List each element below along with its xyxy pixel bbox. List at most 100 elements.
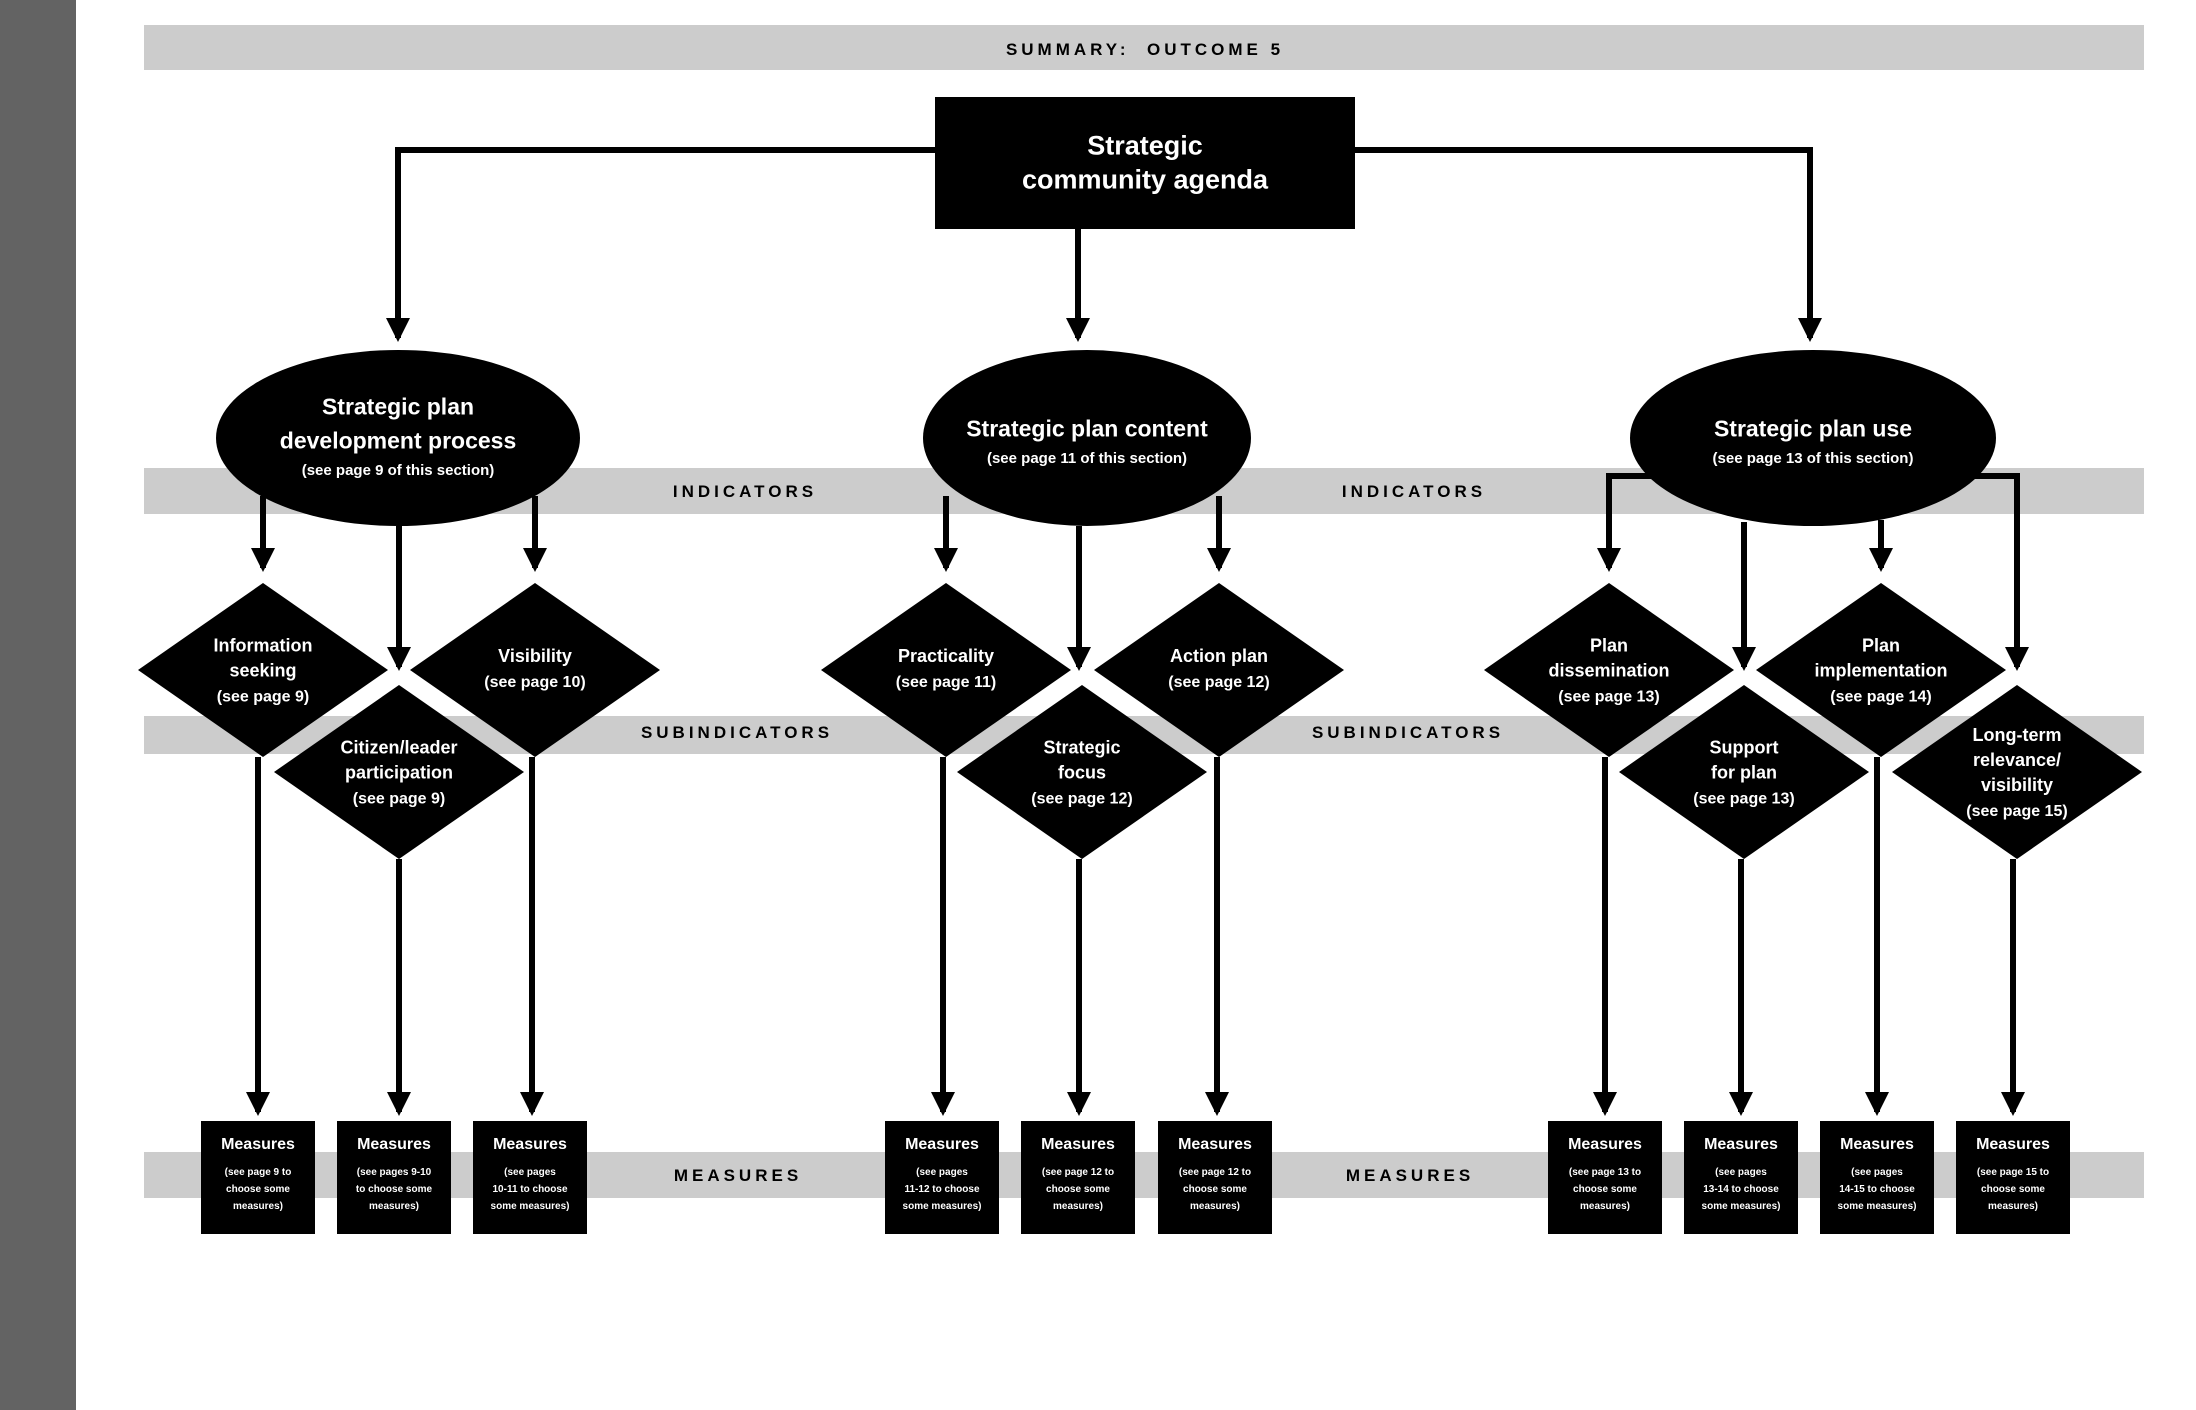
measures-box-note-line: choose some: [1046, 1184, 1110, 1195]
measures-box-note-line: measures): [1580, 1201, 1630, 1212]
subindicator-node-2: [274, 685, 524, 859]
subindicator-text-line: Visibility: [498, 646, 572, 666]
subindicator-text-line: Support: [1710, 737, 1779, 757]
root-node-text-line: community agenda: [1022, 165, 1269, 195]
measures-box-note-line: (see pages: [916, 1167, 968, 1178]
measures-box-title: Measures: [493, 1136, 567, 1153]
measures-label-left: MEASURES: [674, 1166, 802, 1185]
title-band: [144, 25, 2144, 70]
subindicator-node-1: [138, 583, 388, 757]
measures-box-note-line: (see page 15 to: [1977, 1167, 2049, 1178]
measures-box-9: [1820, 1121, 1934, 1234]
subindicator-text-line: (see page 13): [1558, 688, 1659, 705]
measures-box-3: [473, 1121, 587, 1234]
connectors: [246, 147, 2029, 1116]
subindicator-text-line: participation: [345, 762, 453, 782]
measures-box-note-line: 11-12 to choose: [904, 1184, 979, 1195]
measures-box-note-line: (see page 12 to: [1179, 1167, 1251, 1178]
subindicator-text-line: Citizen/leader: [340, 737, 457, 757]
measures-box-note-line: measures): [1053, 1201, 1103, 1212]
subindicator-text-line: Plan: [1590, 635, 1628, 655]
measures-box-4: [885, 1121, 999, 1234]
measures-box-8: [1684, 1121, 1798, 1234]
subindicator-text-line: relevance/: [1973, 750, 2061, 770]
indicator-note: (see page 13 of this section): [1713, 450, 1914, 467]
connector-root-to-indicator-1: [386, 147, 935, 342]
indicator-title-line: Strategic plan use: [1714, 416, 1912, 442]
subindicator-node-10: [1892, 685, 2142, 859]
measures-box-title: Measures: [1704, 1136, 1778, 1153]
indicator-node-3: [1630, 350, 1996, 526]
indicators-label-right: INDICATORS: [1342, 482, 1486, 501]
subindicator-text-line: focus: [1058, 762, 1106, 782]
subindicator-text-line: (see page 9): [353, 790, 445, 807]
left-gray-margin-bar: [0, 0, 76, 1410]
measures-box-note-line: (see page 9 to: [225, 1167, 292, 1178]
measures-box-title: Measures: [221, 1136, 295, 1153]
connector-root-to-indicator-3: [1355, 147, 1822, 342]
indicator-title-line: development process: [280, 428, 516, 454]
root-node-text-line: Strategic: [1087, 131, 1203, 161]
measures-box-note-line: (see pages 9-10: [357, 1167, 432, 1178]
measures-box-note-line: to choose some: [356, 1184, 433, 1195]
measures-box-note-line: measures): [369, 1201, 419, 1212]
subindicator-node-7: [1484, 583, 1734, 757]
indicators-label-left: INDICATORS: [673, 482, 817, 501]
measures-box-title: Measures: [1568, 1136, 1642, 1153]
measures-box-title: Measures: [905, 1136, 979, 1153]
measures-box-title: Measures: [1840, 1136, 1914, 1153]
measures-box-note-line: (see page 13 to: [1569, 1167, 1641, 1178]
subindicator-node-9: [1756, 583, 2006, 757]
indicator-title-line: Strategic plan: [322, 394, 474, 420]
measures-box-2: [337, 1121, 451, 1234]
subindicator-text-line: Plan: [1862, 635, 1900, 655]
measures-box-note-line: choose some: [226, 1184, 290, 1195]
measures-box-title: Measures: [357, 1136, 431, 1153]
subindicator-text-line: (see page 9): [217, 688, 309, 705]
indicator-title-line: Strategic plan content: [966, 416, 1208, 442]
subindicator-node-8: [1619, 685, 1869, 859]
subindicator-text-line: for plan: [1711, 762, 1777, 782]
subindicator-text-line: Long-term: [1973, 725, 2062, 745]
measures-box-6: [1158, 1121, 1272, 1234]
subindicator-node-3: [410, 583, 660, 757]
measures-box-note-line: 10-11 to choose: [492, 1184, 567, 1195]
subindicator-text-line: (see page 10): [484, 674, 585, 691]
subindicator-text-line: Strategic: [1043, 737, 1120, 757]
subindicator-text-line: Practicality: [898, 646, 994, 666]
root-node-strategic-community-agenda: [935, 97, 1355, 229]
measures-box-note-line: 14-15 to choose: [1839, 1184, 1915, 1195]
measures-box-note-line: 13-14 to choose: [1703, 1184, 1779, 1195]
measures-box-note-line: some measures): [1838, 1201, 1917, 1212]
measures-box-note-line: (see page 12 to: [1042, 1167, 1114, 1178]
measures-box-note-line: (see pages: [1715, 1167, 1767, 1178]
subindicator-node-6: [1094, 583, 1344, 757]
measures-box-note-line: choose some: [1183, 1184, 1247, 1195]
measures-box-note-line: measures): [1988, 1201, 2038, 1212]
measures-box-10: [1956, 1121, 2070, 1234]
measures-box-note-line: (see pages: [1851, 1167, 1903, 1178]
measures-label-right: MEASURES: [1346, 1166, 1474, 1185]
indicator-node-1: [216, 350, 580, 526]
subindicator-text-line: (see page 12): [1031, 790, 1132, 807]
subindicator-text-line: (see page 12): [1168, 674, 1269, 691]
subindicator-text-line: visibility: [1981, 775, 2053, 795]
indicator-note: (see page 11 of this section): [987, 450, 1187, 467]
measures-box-note-line: some measures): [491, 1201, 570, 1212]
subindicator-text-line: seeking: [229, 660, 296, 680]
measures-box-1: [201, 1121, 315, 1234]
subindicator-text-line: dissemination: [1548, 660, 1669, 680]
subindicator-text-line: Information: [214, 635, 313, 655]
measures-box-7: [1548, 1121, 1662, 1234]
measures-box-title: Measures: [1041, 1136, 1115, 1153]
measures-box-note-line: some measures): [1702, 1201, 1781, 1212]
indicator-node-2: [923, 350, 1251, 526]
measures-box-title: Measures: [1178, 1136, 1252, 1153]
measures-box-title: Measures: [1976, 1136, 2050, 1153]
subindicator-node-5: [957, 685, 1207, 859]
subindicator-text-line: implementation: [1814, 660, 1947, 680]
measures-box-note-line: (see pages: [504, 1167, 556, 1178]
subindicators-label-left: SUBINDICATORS: [641, 723, 833, 742]
